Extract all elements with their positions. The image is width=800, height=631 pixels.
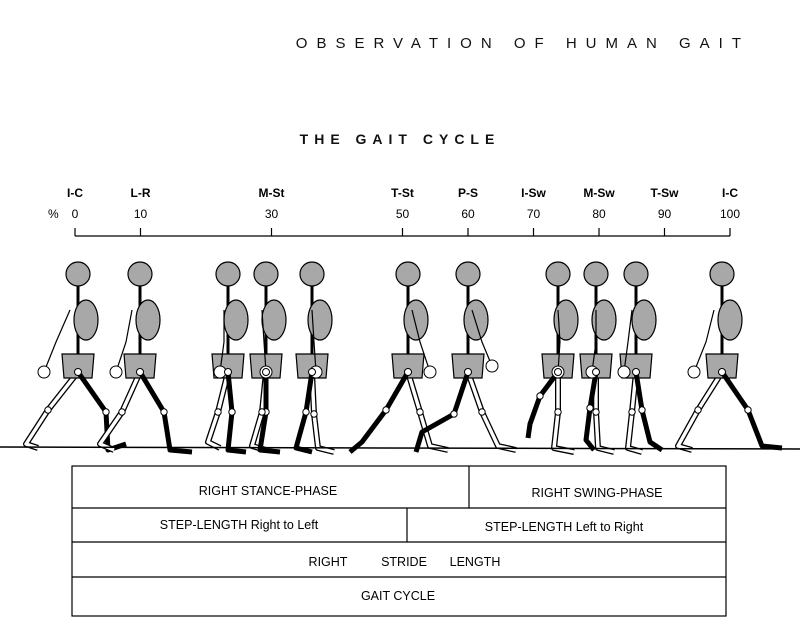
phase-label: I-C <box>67 186 83 200</box>
cycle-title: THE GAIT CYCLE <box>299 131 501 147</box>
phase-label: T-St <box>391 186 414 200</box>
walking-figure <box>23 261 127 453</box>
walking-figure <box>617 261 664 455</box>
step-length-left-to-right-label: STEP-LENGTH Left to Right <box>485 520 644 534</box>
percent-tick-label: 100 <box>720 207 740 221</box>
page-title: OBSERVATION OF HUMAN GAIT <box>295 35 750 52</box>
phase-label: L-R <box>131 186 151 200</box>
percent-tick-label: 30 <box>265 207 279 221</box>
phase-label: I-Sw <box>521 186 546 200</box>
walking-figure <box>97 261 193 455</box>
right-swing-phase-label: RIGHT SWING-PHASE <box>531 486 662 500</box>
walking-figure <box>293 261 335 455</box>
phase-label: P-S <box>458 186 478 200</box>
walking-figure <box>205 261 249 455</box>
percent-tick-label: 50 <box>396 207 410 221</box>
percent-tick-label: 70 <box>527 207 541 221</box>
percent-tick-label: 60 <box>461 207 475 221</box>
right-stance-phase-label: RIGHT STANCE-PHASE <box>199 484 337 498</box>
walking-figure <box>525 261 579 455</box>
gait-cycle-label: GAIT CYCLE <box>361 589 435 603</box>
ground-line <box>0 446 800 450</box>
walking-figure <box>249 261 287 455</box>
step-length-right-to-left-label: STEP-LENGTH Right to Left <box>160 518 319 532</box>
phase-label: M-Sw <box>583 186 615 200</box>
percent-tick-label: 80 <box>592 207 606 221</box>
stride-word-length: LENGTH <box>450 555 501 569</box>
percent-tick-label: 0 <box>72 207 79 221</box>
stride-word-stride: STRIDE <box>381 555 427 569</box>
phase-label: I-C <box>722 186 738 200</box>
percent-symbol: % <box>48 207 59 221</box>
stride-word-right: RIGHT <box>309 555 348 569</box>
phase-label: M-St <box>259 186 285 200</box>
phase-label: T-Sw <box>650 186 679 200</box>
percent-tick-label: 10 <box>134 207 148 221</box>
phase-bars <box>71 465 727 617</box>
walking-figure <box>413 261 517 453</box>
walking-figure <box>675 261 783 453</box>
walking-figure <box>579 261 617 455</box>
figures-layer <box>23 261 783 455</box>
walking-figure <box>348 261 449 454</box>
percent-tick-label: 90 <box>658 207 672 221</box>
percent-scale: % I-C 0 L-R 10 M-St 30 T-St 50 P-S 60 I-Sw 70 M-Sw 80… <box>48 186 740 237</box>
bars-frame <box>71 465 727 617</box>
